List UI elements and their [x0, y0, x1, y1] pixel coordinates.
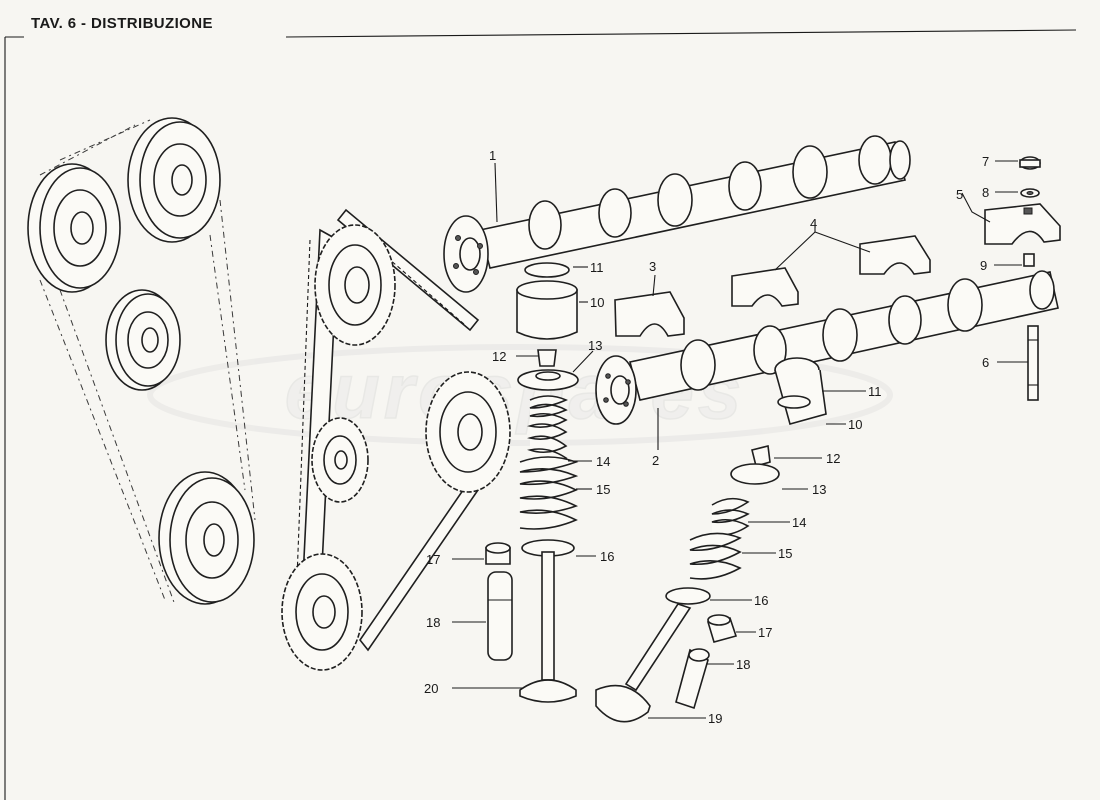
callout-12a: 12 — [492, 349, 506, 364]
callout-18a: 18 — [426, 615, 440, 630]
pulley-top-right — [127, 117, 221, 243]
spring-retainer-13-right — [730, 463, 780, 485]
page-frame — [4, 29, 1077, 800]
callout-1: 1 — [489, 148, 496, 163]
guide-seal-17-right — [706, 614, 738, 643]
callout-15a: 15 — [596, 482, 610, 497]
callout-20: 20 — [424, 681, 438, 696]
bearing-cap-4-left — [731, 267, 799, 307]
spring-retainer-13-left — [517, 369, 579, 391]
valve-cotter-12-left — [537, 349, 557, 367]
bearing-cap-5 — [984, 203, 1061, 245]
valve-assembly-left — [485, 262, 579, 703]
inner-spring-14-left — [527, 395, 568, 465]
callout-17a: 17 — [426, 552, 440, 567]
stud-6 — [1027, 325, 1039, 401]
callout-17b: 17 — [758, 625, 772, 640]
sprocket-intermediate — [311, 417, 369, 503]
pulley-middle — [105, 289, 181, 391]
outer-spring-15-right — [689, 532, 742, 580]
valve-cotter-12-right — [751, 445, 771, 467]
tappet-10-left — [516, 280, 578, 340]
outer-spring-15-left — [519, 456, 579, 530]
callout-7: 7 — [982, 154, 989, 169]
timing-chain-drive — [281, 208, 511, 671]
valve-guide-18-left — [487, 571, 513, 661]
valve-20 — [519, 551, 577, 703]
callout-11b: 11 — [868, 384, 882, 399]
valve-assembly-right — [595, 357, 827, 723]
callout-5: 5 — [956, 187, 963, 202]
inner-spring-14-right — [711, 497, 750, 536]
page-title: TAV. 6 - DISTRIBUZIONE — [31, 15, 213, 32]
valve-guide-18-right — [675, 648, 710, 710]
callout-16b: 16 — [754, 593, 768, 608]
callout-6: 6 — [982, 355, 989, 370]
bearing-cap-4-right — [859, 235, 931, 275]
tappet-10-right — [774, 357, 827, 425]
callout-13b: 13 — [812, 482, 826, 497]
callout-14b: 14 — [792, 515, 806, 530]
callout-16a: 16 — [600, 549, 614, 564]
callout-3: 3 — [649, 259, 656, 274]
callout-9: 9 — [980, 258, 987, 273]
callout-4: 4 — [810, 216, 817, 231]
callout-10b: 10 — [848, 417, 862, 432]
callout-15b: 15 — [778, 546, 792, 561]
guide-seal-17-left — [485, 542, 511, 565]
spring-seat-16-right — [665, 587, 711, 605]
callout-11a: 11 — [590, 260, 604, 275]
callout-12b: 12 — [826, 451, 840, 466]
nut-7 — [1019, 156, 1041, 170]
callout-19: 19 — [708, 711, 722, 726]
callout-14a: 14 — [596, 454, 610, 469]
bearing-cap-3 — [614, 291, 685, 337]
callout-13a: 13 — [588, 338, 602, 353]
shim-11-left — [524, 262, 570, 278]
pulley-top-left — [27, 163, 121, 293]
dowel-9 — [1023, 253, 1035, 267]
callout-labels: 1 2 3 4 5 6 7 8 9 10 10 11 11 12 12 13 1… — [424, 148, 989, 726]
callout-2: 2 — [652, 453, 659, 468]
shim-11-right — [777, 395, 811, 409]
camshaft-upper — [443, 135, 911, 293]
sprocket-lower — [281, 553, 363, 671]
camshaft-lower — [595, 270, 1059, 425]
callout-18b: 18 — [736, 657, 750, 672]
drive-belt — [39, 119, 256, 606]
valve-19 — [595, 603, 692, 723]
leader-lines — [452, 160, 1028, 719]
pulley-bottom — [158, 471, 255, 605]
callout-10a: 10 — [590, 295, 604, 310]
callout-8: 8 — [982, 185, 989, 200]
belt-drive — [27, 117, 256, 606]
washer-8 — [1020, 188, 1040, 198]
sprocket-intake-cam — [425, 371, 511, 493]
sprocket-upper — [314, 224, 396, 346]
